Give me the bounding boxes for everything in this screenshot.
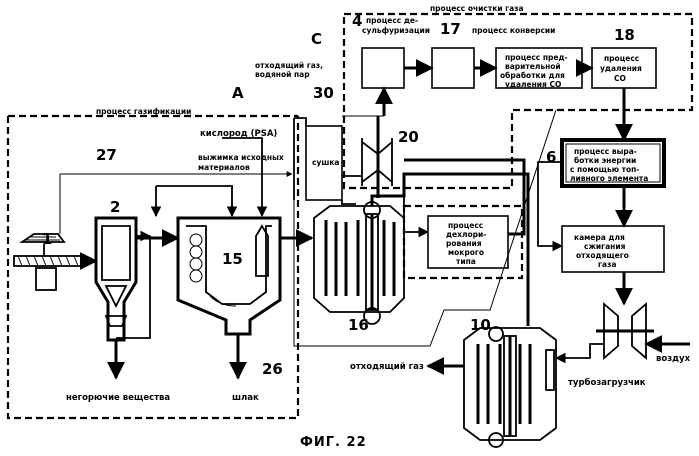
- ref-4: 4: [352, 12, 362, 30]
- offgas-top: [294, 118, 306, 126]
- label-offgas-1: отходящий газ,: [255, 61, 323, 70]
- turbocharger: [596, 272, 654, 358]
- label-comb-1: камера для: [574, 233, 625, 242]
- figure-caption: ФИГ. 22: [300, 435, 367, 450]
- label-pre-2: варительной: [505, 62, 561, 71]
- ref-16: 16: [348, 316, 369, 334]
- feed-hopper: [14, 234, 96, 290]
- label-comb-4: газа: [598, 260, 616, 269]
- label-turbo: турбозагрузчик: [568, 377, 646, 388]
- melting-furnace: [178, 218, 280, 378]
- label-pre-3: обработки для: [500, 71, 565, 80]
- label-comb-3: отходящего: [576, 251, 629, 260]
- squeeze-down: [156, 186, 232, 216]
- label-comb-2: сжигания: [584, 242, 626, 251]
- label-incombustible: негорючие вещества: [66, 393, 170, 403]
- dry-exit: [342, 200, 356, 204]
- label-fc-1: процесс выра-: [574, 147, 637, 156]
- oxygen-line: [222, 138, 262, 216]
- label-dechlor-1: процесс: [448, 221, 483, 230]
- ref-c: C: [311, 30, 322, 48]
- label-gas-cleaning: процесс очистки газа: [430, 4, 524, 13]
- label-pre-4: удаления CO: [505, 80, 561, 89]
- ref-26: 26: [262, 360, 283, 378]
- label-dechlor-5: типа: [456, 257, 476, 266]
- ref-6: 6: [546, 148, 556, 166]
- label-slag: шлак: [232, 393, 259, 403]
- label-fc-3: с помощью топ-: [570, 165, 639, 174]
- label-co-1: процесс: [604, 54, 639, 63]
- label-dechlor-2: дехлори-: [446, 230, 486, 239]
- ref-10: 10: [470, 316, 491, 334]
- label-drying: сушка: [312, 158, 339, 167]
- heat-exchanger-10: [464, 327, 556, 447]
- label-air: воздух: [656, 354, 691, 364]
- ref-20: 20: [398, 128, 419, 146]
- label-offgas-2: водяной пар: [255, 70, 310, 79]
- heat-exchanger-16: [314, 202, 404, 324]
- fc-bypass: [538, 162, 562, 246]
- label-fc-2: ботки энергии: [574, 156, 636, 165]
- ref-27: 27: [96, 146, 117, 164]
- turbine-20: [362, 116, 392, 198]
- label-gasification: процесс газификации: [96, 107, 191, 116]
- label-desulf-2: сульфуризации: [362, 26, 430, 35]
- label-oxygen: кислород (PSA): [200, 129, 277, 139]
- label-squeeze-1: выжимка исходных: [198, 153, 284, 162]
- label-squeeze-2: материалов: [198, 163, 250, 172]
- label-dechlor-3: рования: [446, 239, 482, 248]
- conversion-box: [432, 48, 474, 88]
- ref-15: 15: [222, 250, 243, 268]
- label-exhaust: отходящий газ: [350, 362, 424, 372]
- turbo-to-hx10: [556, 344, 604, 358]
- label-co-2: удаления: [600, 64, 642, 73]
- ref-1: 1: [42, 230, 52, 248]
- ref-30: 30: [313, 84, 334, 102]
- ref-a: A: [232, 84, 244, 102]
- to-dechlor: [404, 196, 428, 232]
- label-fc-4: ливного элемента: [570, 174, 648, 183]
- ref-17: 17: [440, 20, 461, 38]
- ref-2: 2: [110, 198, 120, 216]
- label-desulf-1: процесс де-: [366, 16, 418, 25]
- label-dechlor-4: мокрого: [448, 248, 484, 257]
- label-co-3: CO: [614, 74, 626, 83]
- label-pre-1: процесс пред-: [505, 53, 568, 62]
- desulf-box: [362, 48, 404, 88]
- ref-18: 18: [614, 26, 635, 44]
- gasifier: [96, 218, 150, 378]
- label-conversion: процесс конверсии: [472, 26, 555, 35]
